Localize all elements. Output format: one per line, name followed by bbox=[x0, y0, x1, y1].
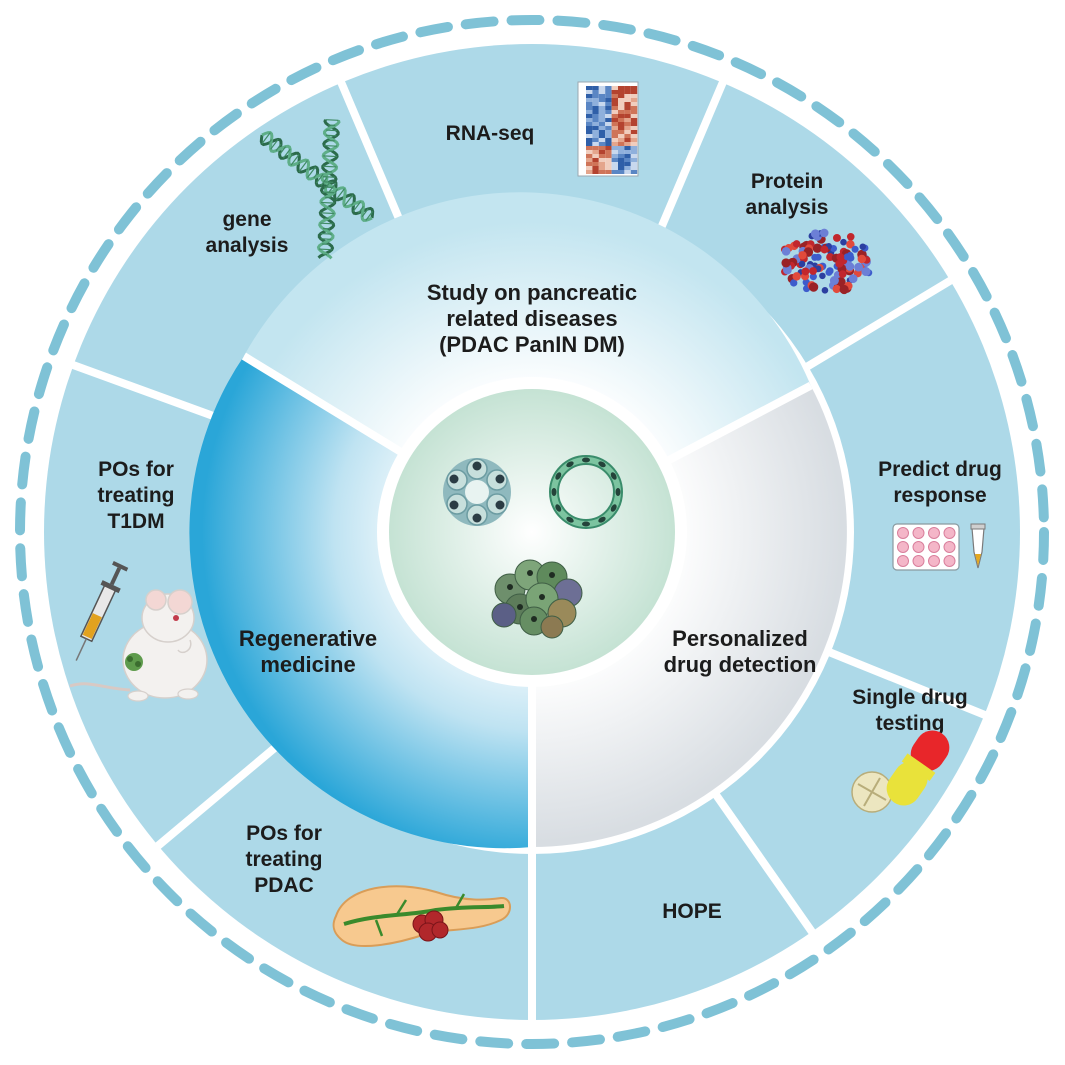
label-pdac-line2: treating bbox=[245, 848, 322, 871]
outer-divider bbox=[336, 77, 412, 241]
outer-divider bbox=[825, 647, 990, 721]
spheroid-icon bbox=[491, 559, 583, 639]
label-t1dm-line3: T1DM bbox=[107, 510, 164, 533]
protein-icon bbox=[780, 228, 873, 295]
middle-sector-regenerative bbox=[189, 356, 532, 849]
label-personalized-line1: Personalized bbox=[672, 626, 808, 651]
outer-dashed-ring bbox=[15, 15, 1049, 1049]
ring-organoid-icon bbox=[549, 455, 623, 529]
pill-icon bbox=[851, 730, 950, 813]
label-study-line2: related diseases bbox=[446, 306, 617, 331]
label-single-line1: Single drug bbox=[852, 686, 968, 709]
mouse-syringe-icon bbox=[69, 561, 208, 702]
middle-sector-study bbox=[243, 192, 811, 532]
outer-divider bbox=[152, 733, 291, 852]
label-study-line1: Study on pancreatic bbox=[427, 280, 637, 305]
label-predict-line1: Predict drug bbox=[878, 458, 1002, 481]
outer-divider bbox=[68, 359, 235, 427]
label-regenerative-line2: medicine bbox=[260, 652, 355, 677]
label-pdac-line1: POs for bbox=[246, 822, 322, 845]
label-hope: HOPE bbox=[662, 900, 722, 923]
label-personalized-line2: drug detection bbox=[664, 652, 817, 677]
label-gene-line2: analysis bbox=[206, 234, 289, 257]
pipette-tube-icon bbox=[970, 523, 986, 569]
label-protein-line2: analysis bbox=[746, 196, 829, 219]
label-pdac-line3: PDAC bbox=[254, 874, 314, 897]
label-regenerative-line1: Regenerative bbox=[239, 626, 377, 651]
pancreas-icon bbox=[332, 885, 511, 947]
cell-cluster-icon bbox=[443, 458, 511, 526]
label-study-line3: (PDAC PanIN DM) bbox=[439, 332, 625, 357]
well-plate-icon bbox=[892, 523, 960, 571]
label-gene-line1: gene bbox=[222, 208, 271, 231]
outer-ring-dividers bbox=[68, 77, 990, 1024]
heatmap-icon bbox=[577, 81, 639, 177]
label-single-line2: testing bbox=[876, 712, 945, 735]
label-rna-seq: RNA-seq bbox=[446, 122, 535, 145]
outer-divider bbox=[802, 275, 956, 372]
dna-icon bbox=[259, 119, 375, 260]
label-t1dm-line2: treating bbox=[97, 484, 174, 507]
outer-divider bbox=[652, 77, 728, 241]
label-t1dm-line1: POs for bbox=[98, 458, 174, 481]
outer-divider bbox=[711, 790, 818, 938]
label-protein-line1: Protein bbox=[751, 170, 823, 193]
label-predict-line2: response bbox=[893, 484, 986, 507]
